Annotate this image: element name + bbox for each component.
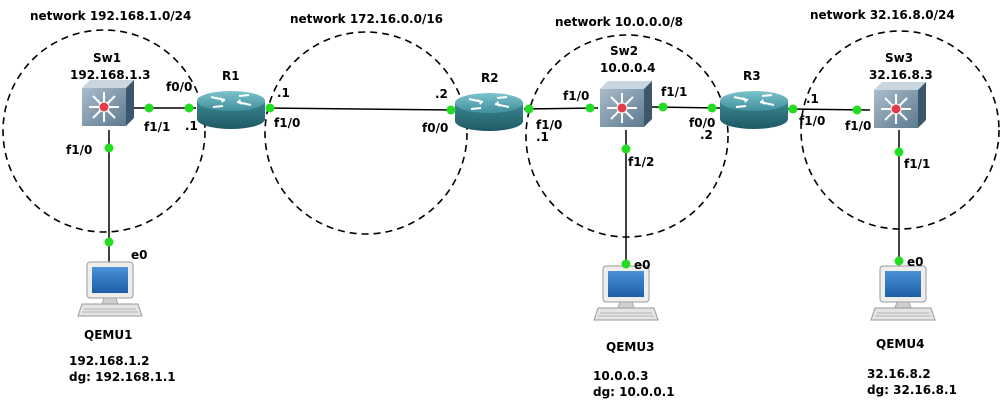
port-label: f1/0 [66,143,92,157]
device-ip-sw2: 10.0.0.4 [600,61,655,75]
port-dot [446,105,456,115]
port-dot [184,103,194,113]
device-label-qemu1: QEMU1 [84,328,132,342]
host-ip-qemu1: 192.168.1.2 [69,354,149,368]
device-label-r2: R2 [481,71,499,85]
port-dot [894,256,904,266]
port-label: e0 [131,248,148,262]
port-dot [658,102,668,112]
port-label: e0 [907,255,924,269]
port-label: e0 [634,258,651,272]
host-ip-qemu3: 10.0.0.3 [593,369,648,383]
device-label-sw1: Sw1 [93,51,121,65]
port-label: .2 [435,87,448,101]
port-dot [265,103,275,113]
port-dot [144,103,154,113]
port-label: f1/1 [144,120,170,134]
device-label-sw2: Sw2 [610,44,638,58]
switch-sw3[interactable] [873,81,927,129]
port-label: .1 [806,92,819,106]
host-gateway-qemu1: dg: 192.168.1.1 [69,370,176,384]
port-label: f0/0 [166,80,192,94]
router-r2[interactable] [454,92,524,132]
device-label-r3: R3 [743,69,761,83]
port-label: f1/0 [563,89,589,103]
device-label-qemu4: QEMU4 [876,337,924,351]
network-boundary-172-16 [264,31,468,235]
port-label: f1/1 [904,157,930,171]
port-label: f1/1 [661,85,687,99]
network-label-172-16: network 172.16.0.0/16 [290,12,443,26]
port-label: .1 [277,86,290,100]
device-ip-sw3: 32.16.8.3 [869,68,933,82]
pc-qemu3[interactable] [593,265,659,321]
port-dot [852,105,862,115]
switch-sw2[interactable] [599,80,653,128]
port-dot [524,104,534,114]
network-label-32-16-8: network 32.16.8.0/24 [810,8,955,22]
port-label: f1/0 [536,118,562,132]
network-boundary-192-168-1 [2,29,206,233]
port-label: f0/0 [422,121,448,135]
host-gateway-qemu4: dg: 32.16.8.1 [867,383,957,397]
router-r1[interactable] [196,90,266,130]
port-dot [104,237,114,247]
port-label: .1 [185,119,198,133]
port-label: f1/0 [845,119,871,133]
router-r3[interactable] [719,90,789,130]
port-dot [585,103,595,113]
port-label: f1/0 [799,114,825,128]
network-label-192-168-1: network 192.168.1.0/24 [30,9,191,23]
host-ip-qemu4: 32.16.8.2 [867,367,931,381]
port-dot [788,104,798,114]
port-label: f0/0 [689,116,715,130]
network-boundary-32-16-8 [800,30,1000,230]
network-boundary-10 [525,34,729,238]
pc-qemu4[interactable] [870,265,936,321]
switch-sw1[interactable] [81,79,135,127]
network-label-10: network 10.0.0.0/8 [555,15,683,29]
port-dot [104,143,114,153]
device-ip-sw1: 192.168.1.3 [70,68,150,82]
device-label-qemu3: QEMU3 [606,340,654,354]
port-dot [621,259,631,269]
port-dot [621,144,631,154]
port-label: .1 [536,130,549,144]
port-label: .2 [700,128,713,142]
device-label-r1: R1 [222,69,240,83]
host-gateway-qemu3: dg: 10.0.0.1 [593,385,675,399]
port-dot [894,147,904,157]
link-r1-r2 [265,107,455,111]
port-dot [707,103,717,113]
port-label: f1/0 [274,116,300,130]
port-label: f1/2 [628,155,654,169]
pc-qemu1[interactable] [77,261,143,317]
device-label-sw3: Sw3 [885,51,913,65]
